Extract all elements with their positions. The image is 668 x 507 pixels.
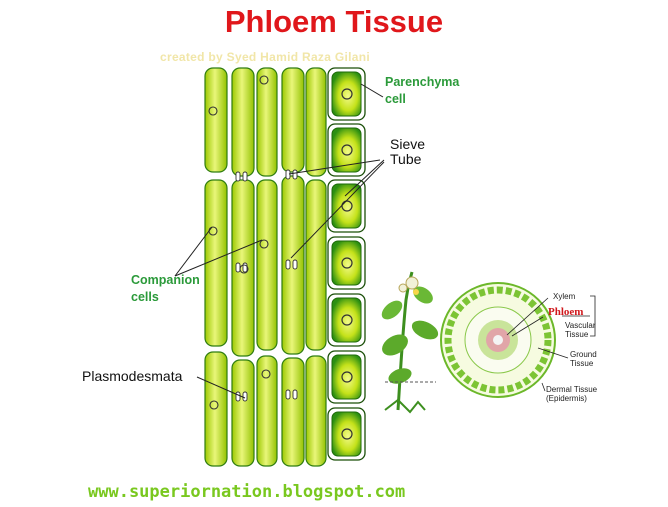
sieve-leader-2: [344, 159, 385, 197]
plasmodesma-pore: [285, 389, 291, 400]
plasmodesma-pore: [235, 262, 241, 273]
plasmodesma-pore: [242, 391, 248, 402]
plasmodesmata-label: Plasmodesmata: [82, 368, 183, 384]
parenchyma-label: Parenchyma cell: [385, 74, 459, 108]
diagram-title: Phloem Tissue: [224, 4, 444, 39]
vascular-tissue-label: Vascular Tissue: [565, 321, 596, 339]
parenchyma-cell: [331, 411, 362, 457]
companion-leader-2: [174, 239, 263, 277]
plasmodesma-pore: [292, 389, 298, 400]
dermal-line2: (Epidermis): [546, 394, 587, 403]
sieve-label-line1: Sieve: [390, 136, 426, 152]
parenchyma-label-line2: cell: [385, 92, 406, 106]
parenchyma-cell: [331, 297, 362, 343]
dermal-tissue-label: Dermal Tissue (Epidermis): [546, 385, 597, 403]
cell-nucleus: [261, 369, 271, 379]
plasmodesma-pore: [285, 169, 291, 180]
dermal-line1: Dermal Tissue: [546, 385, 598, 394]
plasmodesma-pore: [292, 169, 298, 180]
credit-text: created by Syed Hamid Raza Gilani: [160, 50, 370, 64]
parenchyma-leader: [360, 83, 384, 98]
phloem-label: Phloem: [548, 306, 584, 318]
sieve-tube-cell: [256, 355, 278, 467]
parenchyma-label-line1: Parenchyma: [385, 75, 460, 89]
ground-line1: Ground: [570, 350, 597, 359]
cell-nucleus: [208, 106, 218, 116]
plasmodesma-pore: [235, 171, 241, 182]
cell-nucleus: [209, 400, 219, 410]
leader-lines: [174, 83, 385, 399]
parenchyma-nucleus: [341, 144, 353, 156]
plasmodesma-pore: [242, 262, 248, 273]
parenchyma-nucleus: [341, 257, 353, 269]
sieve-label-line2: Tube: [390, 151, 422, 167]
sieve-tube-cell: [231, 67, 255, 177]
footer-url: www.superiornation.blogspot.com: [88, 482, 406, 502]
parenchyma-nucleus: [341, 371, 353, 383]
cell-nucleus: [239, 264, 249, 274]
cell-columns: [204, 67, 366, 467]
sieve-leader-1: [288, 159, 381, 175]
sieve-tube-label: Sieve Tube: [390, 137, 425, 167]
cell-nucleus: [259, 239, 269, 249]
companion-leader-1: [174, 226, 213, 277]
companion-cells-label: Companion cells: [131, 272, 200, 306]
xylem-label: Xylem: [553, 292, 576, 301]
sieve-tube-cell: [231, 359, 255, 467]
sieve-tube-cell: [305, 355, 327, 467]
plasmodesma-pore: [285, 259, 291, 270]
plasmodesma-pore: [292, 259, 298, 270]
parenchyma-nucleus: [341, 314, 353, 326]
cell-nucleus: [259, 75, 269, 85]
sieve-tube-cell: [204, 67, 228, 173]
ground-tissue-label: Ground Tissue: [570, 350, 597, 368]
companion-label-line2: cells: [131, 290, 159, 304]
plasmodesmata-leader: [196, 376, 246, 399]
parenchyma-cell: [331, 183, 362, 229]
plant-illustration: [381, 271, 439, 414]
parenchyma-nucleus: [341, 88, 353, 100]
plasmodesma-pore: [235, 391, 241, 402]
sieve-tube-cell: [256, 179, 278, 351]
parenchyma-cell: [331, 354, 362, 400]
sieve-tube-cell: [204, 179, 228, 347]
stem-cross-section: [440, 282, 596, 398]
sieve-tube-cell: [305, 179, 327, 351]
sieve-tube-cell: [281, 357, 305, 467]
parenchyma-cell: [331, 127, 362, 173]
parenchyma-nucleus: [341, 428, 353, 440]
parenchyma-cell: [331, 71, 362, 117]
vascular-line2: Tissue: [565, 330, 589, 339]
sieve-tube-cell: [256, 67, 278, 177]
companion-label-line1: Companion: [131, 273, 200, 287]
sieve-tube-cell: [281, 67, 305, 173]
sieve-tube-cell: [305, 67, 327, 177]
plasmodesma-pore: [242, 171, 248, 182]
sieve-leader-3: [290, 161, 385, 259]
ground-line2: Tissue: [570, 359, 594, 368]
parenchyma-cell: [331, 240, 362, 286]
vascular-line1: Vascular: [565, 321, 596, 330]
